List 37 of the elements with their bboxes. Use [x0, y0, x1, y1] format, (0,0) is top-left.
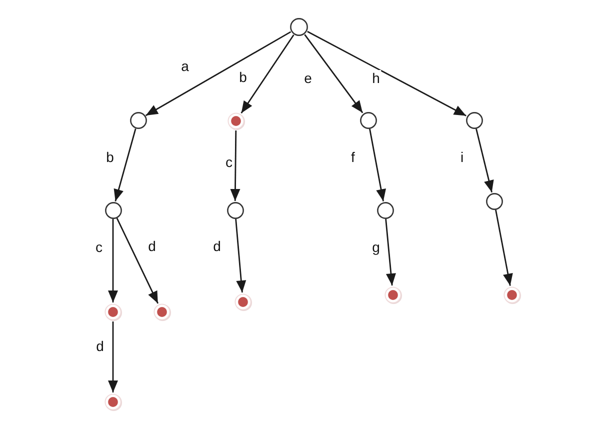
dot-node	[152, 302, 172, 322]
circle-node	[376, 200, 394, 220]
edge-label: d	[95, 338, 105, 354]
dot-node	[383, 285, 403, 305]
arrow	[476, 128, 494, 192]
arrow	[385, 218, 396, 286]
arrow	[307, 30, 466, 116]
arrow	[369, 128, 386, 202]
edge-label: b	[105, 149, 115, 165]
arrow	[108, 322, 118, 392]
arrow	[108, 219, 118, 302]
arrow	[114, 128, 136, 202]
dot-node	[233, 292, 253, 312]
edge-label: d	[147, 238, 157, 254]
circle-node	[226, 200, 244, 220]
circle-node	[358, 110, 378, 130]
arrow	[495, 210, 513, 286]
arrow	[145, 31, 292, 116]
circle-node	[104, 200, 122, 220]
arrow	[235, 218, 246, 293]
circle-node	[464, 110, 484, 130]
arrow	[240, 34, 294, 114]
edge-label: f	[350, 149, 356, 165]
arrow	[304, 34, 364, 114]
dot-node	[103, 392, 123, 412]
edge-label: i	[459, 149, 465, 165]
circle-node	[289, 17, 309, 37]
dot-node	[103, 302, 123, 322]
circle-node	[128, 110, 148, 130]
arrow	[116, 218, 159, 304]
edge-label: b	[238, 69, 248, 85]
dot-node	[226, 111, 246, 131]
edge-label: d	[212, 238, 222, 254]
edge-label: h	[371, 70, 381, 86]
dot-node	[502, 285, 522, 305]
arrow	[230, 130, 240, 201]
circle-node	[484, 192, 504, 210]
